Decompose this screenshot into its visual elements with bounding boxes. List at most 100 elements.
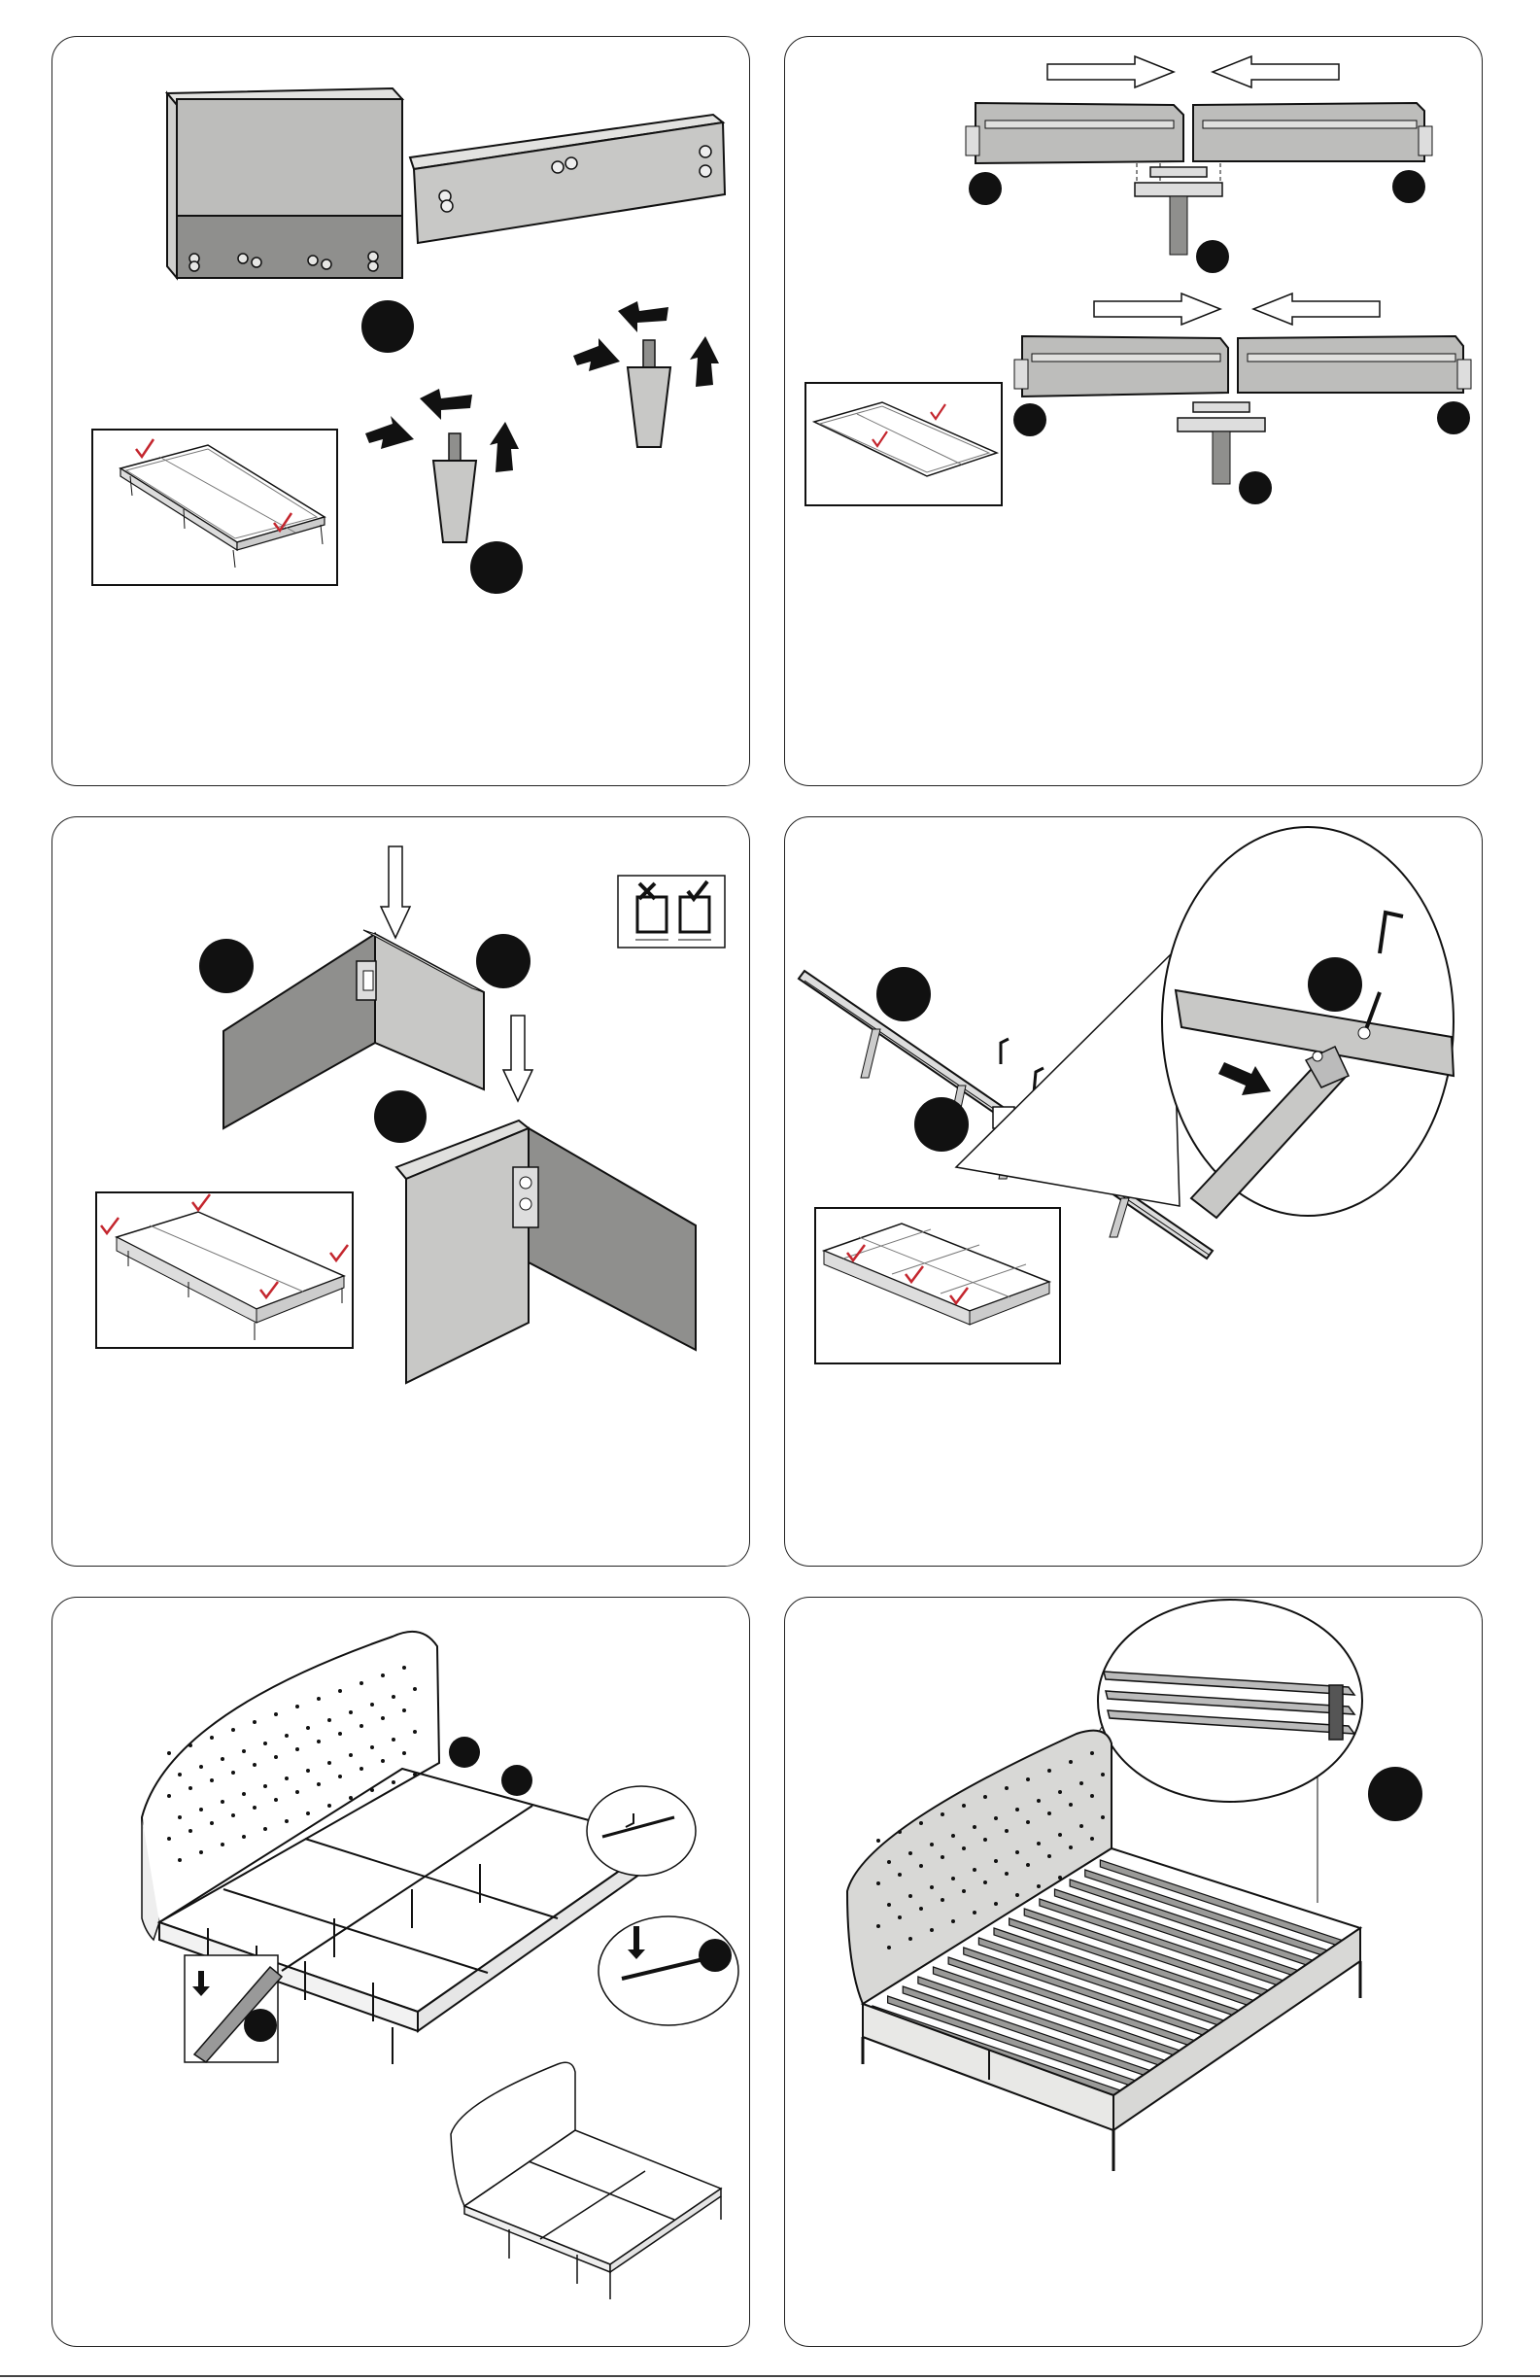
tuft-button xyxy=(951,1834,955,1838)
tuft-button xyxy=(1058,1833,1062,1837)
support-beams-illustration xyxy=(52,1598,750,2347)
tuft-button xyxy=(930,1885,934,1889)
headboard-panel xyxy=(167,88,402,278)
tuft-button xyxy=(1015,1850,1019,1854)
tuft-button xyxy=(919,1821,923,1825)
tuft-button xyxy=(381,1759,385,1763)
tuft-button xyxy=(876,1839,880,1843)
tuft-button xyxy=(1037,1842,1041,1845)
tuft-button xyxy=(930,1843,934,1846)
leg-left xyxy=(433,433,476,542)
tuft-button xyxy=(941,1855,944,1859)
tuft-button xyxy=(381,1673,385,1677)
tuft-button xyxy=(349,1796,353,1800)
tuft-button xyxy=(887,1903,891,1907)
tuft-button xyxy=(210,1736,214,1740)
detail-zoom-left xyxy=(185,1955,282,2062)
side-rails-join-illustration xyxy=(785,37,1483,786)
tuft-button xyxy=(392,1695,395,1699)
step-callout-dot xyxy=(470,541,523,594)
tuft-button xyxy=(1090,1751,1094,1755)
tuft-button xyxy=(317,1782,321,1786)
arrow-icon xyxy=(381,846,410,938)
tuft-button xyxy=(231,1728,235,1732)
tuft-button xyxy=(1005,1829,1009,1833)
step-callout-dot xyxy=(244,2009,277,2042)
tuft-button xyxy=(285,1734,289,1738)
tuft-button xyxy=(1090,1794,1094,1798)
headboard-tufted xyxy=(142,1632,439,1940)
tuft-button xyxy=(167,1751,171,1755)
tuft-button xyxy=(178,1815,182,1819)
tuft-button xyxy=(908,1937,912,1941)
tuft-button xyxy=(263,1827,267,1831)
tuft-button xyxy=(919,1907,923,1911)
tuft-button xyxy=(338,1775,342,1778)
tuft-button xyxy=(994,1859,998,1863)
tuft-button xyxy=(402,1666,406,1670)
step-panel-3 xyxy=(51,816,750,1567)
step-callout-dot xyxy=(361,300,414,353)
tuft-button xyxy=(253,1806,257,1810)
tuft-button xyxy=(210,1778,214,1782)
tuft-button xyxy=(1026,1820,1030,1824)
tuft-button xyxy=(941,1898,944,1902)
tuft-button xyxy=(1069,1760,1073,1764)
page-footer-rule xyxy=(0,2375,1540,2377)
tuft-button xyxy=(1047,1811,1051,1815)
tuft-button xyxy=(306,1811,310,1815)
tuft-button xyxy=(1037,1884,1041,1888)
tuft-button xyxy=(983,1795,987,1799)
inset-bed-frame-overview xyxy=(815,1208,1060,1363)
tuft-button xyxy=(274,1798,278,1802)
tuft-button xyxy=(1015,1808,1019,1811)
tuft-button xyxy=(167,1794,171,1798)
tuft-button xyxy=(263,1742,267,1745)
tuft-button xyxy=(359,1767,363,1771)
tuft-button xyxy=(221,1757,224,1761)
step-callout-dot xyxy=(1308,957,1362,1012)
detail-zoom-circle xyxy=(956,827,1454,1218)
tuft-button xyxy=(274,1755,278,1759)
tuft-button xyxy=(413,1687,417,1691)
tuft-button xyxy=(370,1745,374,1749)
tuft-button xyxy=(359,1724,363,1728)
tuft-button xyxy=(178,1858,182,1862)
tuft-button xyxy=(973,1825,976,1829)
tuft-button xyxy=(274,1712,278,1716)
tuft-button xyxy=(983,1838,987,1842)
tuft-button xyxy=(951,1919,955,1923)
tuft-button xyxy=(167,1837,171,1841)
tuft-button xyxy=(1026,1863,1030,1867)
tuft-button xyxy=(962,1889,966,1893)
leg-right xyxy=(628,340,670,447)
tuft-button xyxy=(242,1749,246,1753)
tuft-button xyxy=(231,1813,235,1817)
tuft-button xyxy=(994,1902,998,1906)
tuft-button xyxy=(908,1851,912,1855)
tuft-button xyxy=(1005,1872,1009,1876)
step-callout-dot xyxy=(699,1939,732,1972)
step-callout-dot xyxy=(1196,240,1229,273)
tuft-button xyxy=(402,1708,406,1712)
step-panel-6 xyxy=(784,1597,1483,2347)
step-panel-5 xyxy=(51,1597,750,2347)
tuft-button xyxy=(876,1881,880,1885)
tuft-button xyxy=(951,1877,955,1880)
headboard-legs-illustration xyxy=(52,37,750,786)
tuft-button xyxy=(188,1829,192,1833)
side-rail xyxy=(410,115,725,243)
tuft-button xyxy=(1079,1824,1083,1828)
tuft-button xyxy=(973,1911,976,1914)
tuft-button xyxy=(973,1868,976,1872)
tuft-button xyxy=(338,1732,342,1736)
tuft-button xyxy=(392,1738,395,1742)
tuft-button xyxy=(295,1790,299,1794)
tuft-button xyxy=(1090,1837,1094,1841)
center-support-illustration xyxy=(785,817,1483,1567)
step-callout-dot xyxy=(199,939,254,993)
tuft-button xyxy=(1101,1773,1105,1776)
corner-brackets-illustration xyxy=(52,817,750,1567)
tuft-button xyxy=(188,1786,192,1790)
step-callout-dot xyxy=(449,1737,480,1768)
